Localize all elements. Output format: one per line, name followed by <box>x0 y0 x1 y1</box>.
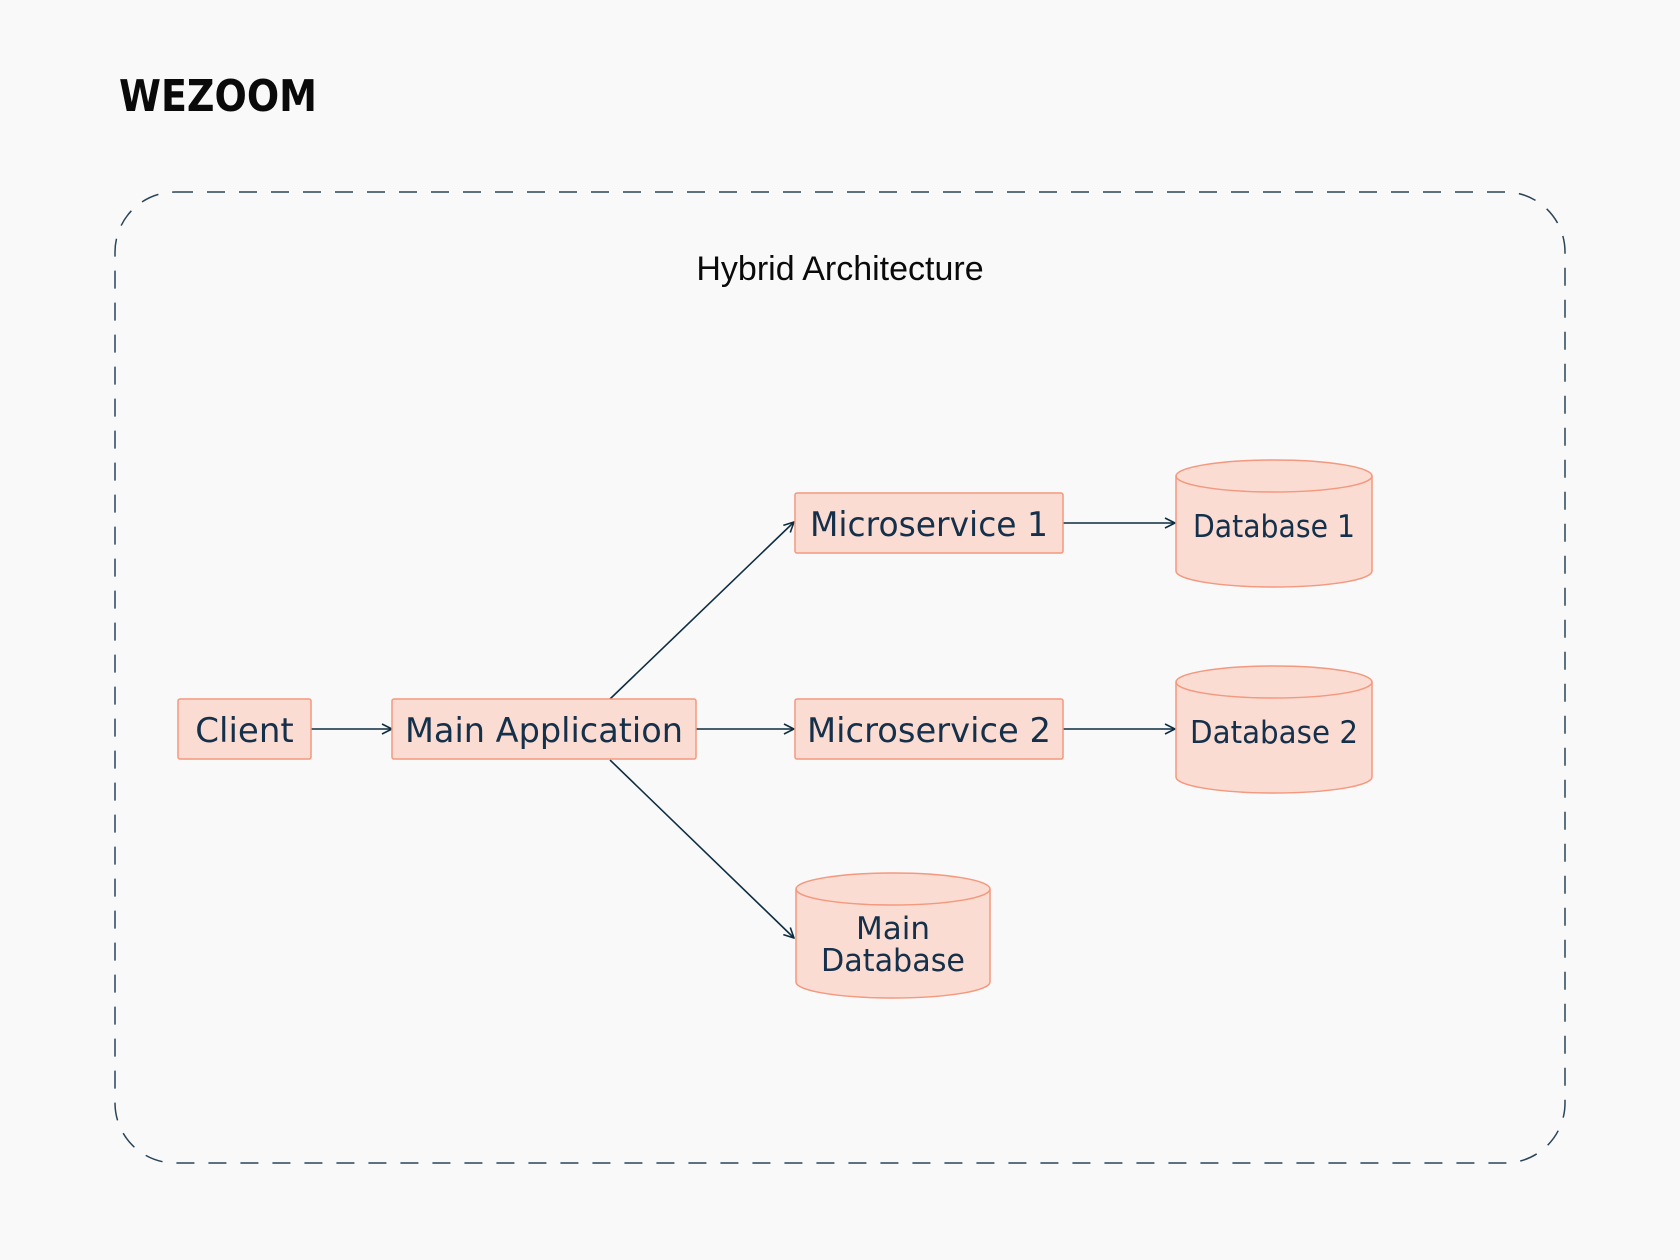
microservice-2-box <box>794 698 1064 760</box>
node-main-database: Main Database <box>795 872 991 999</box>
database-1-cylinder <box>1175 459 1373 588</box>
diagram-title: Hybrid Architecture <box>696 250 983 288</box>
database-1-top-rim <box>1175 475 1373 493</box>
main-application-label: Main Application <box>405 711 683 751</box>
microservice-1-label: Microservice 1 <box>810 505 1048 545</box>
node-database-1: Database 1 <box>1175 459 1373 588</box>
database-1-label: Database 1 <box>1193 509 1355 545</box>
main-database-label-line-2: Database <box>821 943 965 979</box>
node-microservice-2: Microservice 2 <box>794 698 1064 760</box>
edges <box>311 522 1175 938</box>
database-2-label: Database 2 <box>1190 715 1358 751</box>
edge-main-application-to-microservice-1 <box>609 522 794 700</box>
main-database-label-line-1: Main <box>856 911 930 947</box>
database-2-cylinder <box>1175 665 1373 794</box>
node-client: Client <box>177 698 312 760</box>
client-label: Client <box>195 711 293 751</box>
main-application-box <box>391 698 697 760</box>
main-database-top-rim <box>795 888 991 906</box>
microservice-1-box <box>794 492 1064 554</box>
node-database-2: Database 2 <box>1175 665 1373 794</box>
logo-text: WEZOOM <box>119 71 317 122</box>
main-database-cylinder <box>795 872 991 999</box>
edge-main-application-to-main-database <box>609 759 794 938</box>
microservice-2-label: Microservice 2 <box>807 711 1051 751</box>
node-main-application: Main Application <box>391 698 697 760</box>
wezom-logo: WEZOOM <box>119 71 317 122</box>
database-2-top-rim <box>1175 681 1373 699</box>
client-box <box>177 698 312 760</box>
node-microservice-1: Microservice 1 <box>794 492 1064 554</box>
